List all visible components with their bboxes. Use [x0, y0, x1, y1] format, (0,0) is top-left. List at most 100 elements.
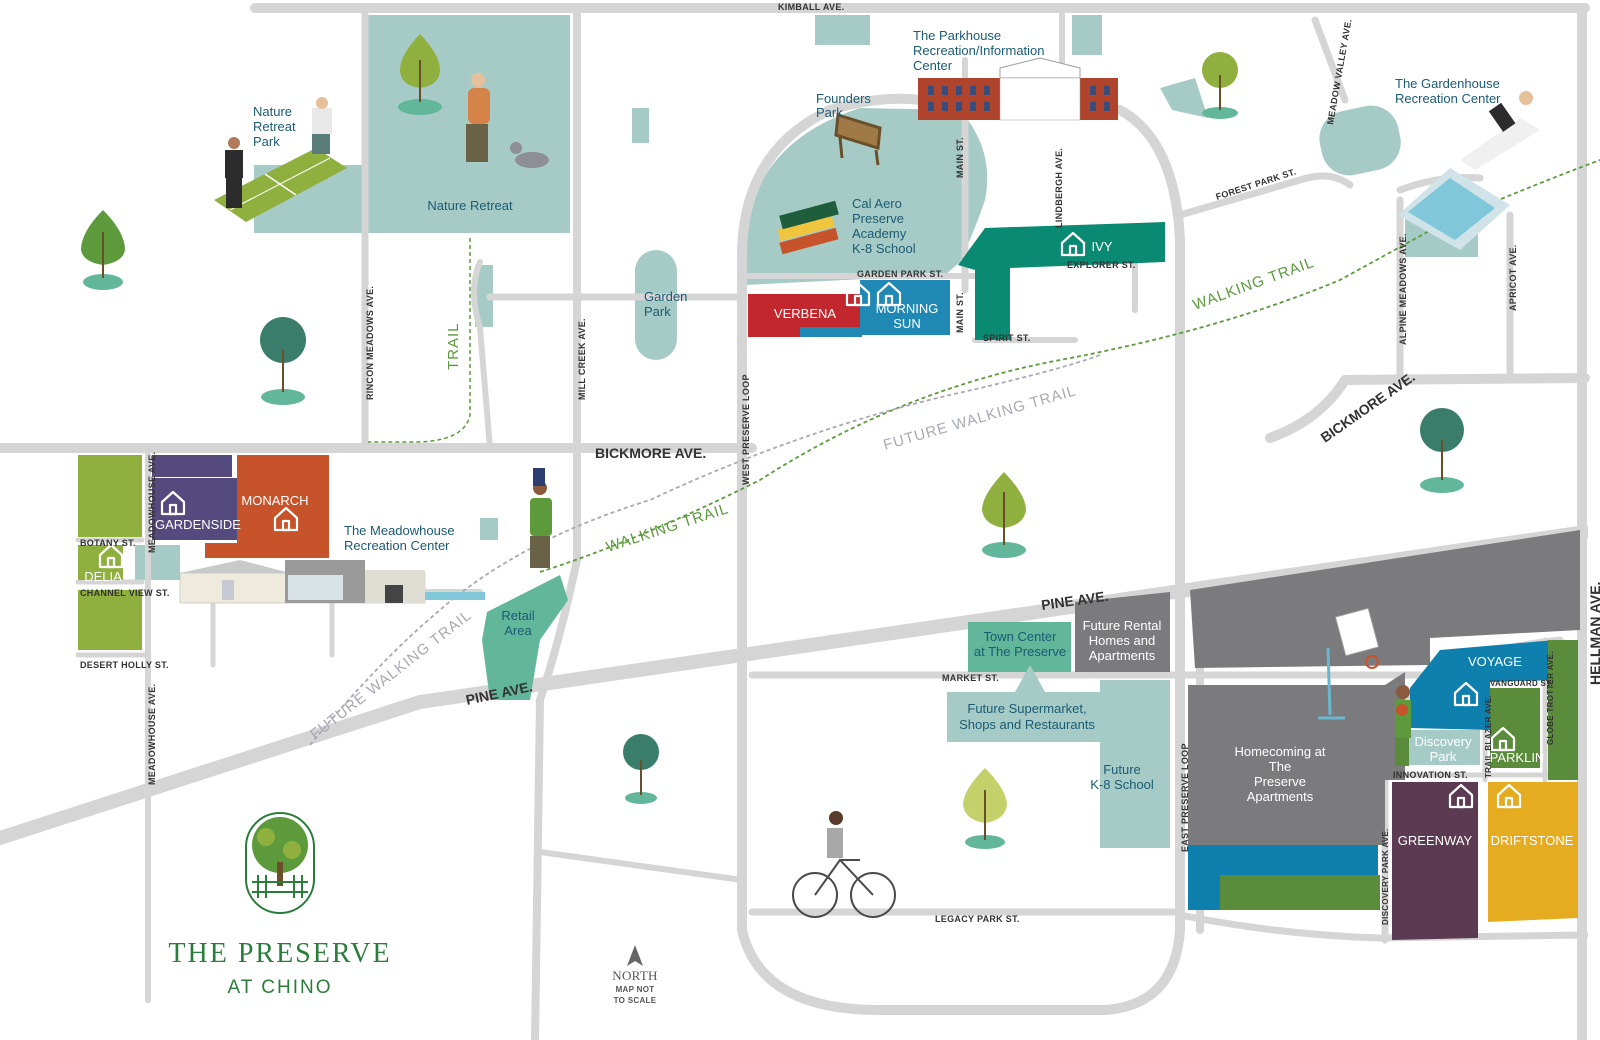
voyage-block[interactable]: [1410, 640, 1555, 730]
discovery-park-block[interactable]: [1405, 730, 1480, 765]
house-icon: [1453, 681, 1479, 707]
house-icons: [98, 231, 1522, 809]
tennis-court: [214, 148, 347, 222]
gardenside-block[interactable]: [152, 455, 232, 477]
street-botany: BOTANY ST.: [80, 538, 136, 548]
tree-icon: [982, 472, 1026, 558]
trail-path: [368, 238, 471, 443]
tree-icon: [623, 734, 659, 804]
parkhouse-building: [918, 57, 1118, 121]
cyclist-icon: [792, 811, 896, 918]
basketball-hoop-icon: [1318, 607, 1380, 720]
ivy-block[interactable]: [958, 222, 1165, 340]
future-supermarket-label: Future Supermarket,Shops and Restaurants: [959, 701, 1095, 732]
street-vanguard: VANGUARD ST.: [1490, 679, 1553, 688]
tennis-player-icon: [225, 137, 243, 208]
driftstone-label: DRIFTSTONE: [1491, 833, 1574, 848]
map-note-1: MAP NOT: [616, 985, 655, 994]
books-icon: [777, 200, 839, 255]
street-meadowhouse-2: MEADOWHOUSE AVE.: [147, 684, 157, 785]
house-icon: [1496, 783, 1522, 809]
nature-retreat-label: Nature Retreat: [427, 198, 513, 213]
street-trail-blazer: TRAIL BLAZER AVE.: [1484, 695, 1493, 778]
trail-label: TRAIL: [445, 322, 462, 370]
street-kimball: KIMBALL AVE.: [778, 2, 844, 12]
street-discovery-park: DISCOVERY PARK AVE.: [1381, 828, 1390, 925]
parklin-block[interactable]: [1490, 688, 1540, 768]
logo-title: THE PRESERVE: [168, 938, 391, 969]
town-center-block[interactable]: [968, 622, 1071, 672]
parklin-label: PARKLIN: [1490, 750, 1545, 765]
house-icon: [845, 281, 871, 307]
greenway-block[interactable]: [1392, 782, 1478, 940]
street-apricot: APRICOT AVE.: [1508, 244, 1518, 311]
basketball-players-icon: [1395, 685, 1411, 766]
house-icon: [1490, 726, 1516, 752]
street-rincon: RINCON MEADOWS AVE.: [365, 286, 375, 400]
street-desert-holly: DESERT HOLLY ST.: [80, 660, 169, 670]
street-main-2: MAIN ST.: [955, 292, 965, 333]
meadowhouse-building: [179, 560, 485, 604]
greenway-label: GREENWAY: [1398, 833, 1473, 848]
pool-area: [1398, 168, 1510, 250]
park-bench: [834, 113, 882, 166]
walking-trail-label-2: WALKING TRAIL: [1191, 254, 1317, 314]
street-market: MARKET ST.: [942, 673, 999, 683]
street-spirit: SPIRIT ST.: [983, 333, 1031, 343]
driftstone-block[interactable]: [1488, 782, 1578, 922]
street-bickmore-w: BICKMORE AVE.: [595, 445, 706, 461]
tennis-player-icon: [312, 97, 332, 154]
retail-area-block[interactable]: [482, 575, 568, 700]
street-channel-view: CHANNEL VIEW ST.: [80, 588, 170, 598]
street-garden-park: GARDEN PARK ST.: [857, 269, 943, 279]
supermarket-callout: [947, 692, 1107, 742]
tree-icon: [260, 317, 306, 405]
house-icon: [160, 490, 186, 516]
house-icon: [876, 281, 902, 307]
ivy-label: IVY: [1092, 239, 1113, 254]
tree-icon: [81, 210, 125, 290]
future-trail-label-2: FUTURE WALKING TRAIL: [881, 382, 1078, 453]
street-lindbergh: LINDBERGH AVE.: [1054, 148, 1064, 228]
north-arrow: NORTH MAP NOT TO SCALE: [612, 945, 657, 1005]
map-note-2: TO SCALE: [614, 996, 657, 1005]
man-with-dog-icon: [466, 73, 549, 168]
trees: [81, 34, 1464, 849]
street-hellman: HELLMAN AVE.: [1587, 582, 1600, 685]
trails: [309, 159, 1600, 746]
tree-icon: [963, 768, 1007, 849]
delia-label: DELIA: [84, 569, 122, 584]
neighborhood-blocks: [78, 222, 1580, 940]
sunbather-icon: [1460, 91, 1540, 170]
parent-child-icon: [530, 468, 552, 568]
delia-block[interactable]: [78, 455, 142, 537]
homecoming-block[interactable]: [1190, 530, 1580, 668]
tree-icon: [1420, 408, 1464, 493]
street-meadow-valley: MEADOW VALLEY AVE.: [1325, 18, 1353, 125]
verbena-label: VERBENA: [774, 306, 836, 321]
house-icon: [1060, 231, 1086, 257]
tree-icon: [1202, 52, 1238, 119]
future-rental-block[interactable]: [1075, 592, 1170, 672]
walking-trail-path: [539, 159, 1600, 573]
logo: THE PRESERVE AT CHINO: [168, 812, 391, 998]
monarch-label: MONARCH: [241, 493, 308, 508]
street-mill-creek: MILL CREEK AVE.: [577, 318, 587, 400]
street-main-1: MAIN ST.: [955, 137, 965, 178]
street-explorer: EXPLORER ST.: [1067, 260, 1136, 270]
house-icon: [1448, 783, 1474, 809]
street-west-loop: WEST PRESERVE LOOP: [741, 374, 751, 485]
future-walking-trail-path: [309, 354, 1101, 746]
